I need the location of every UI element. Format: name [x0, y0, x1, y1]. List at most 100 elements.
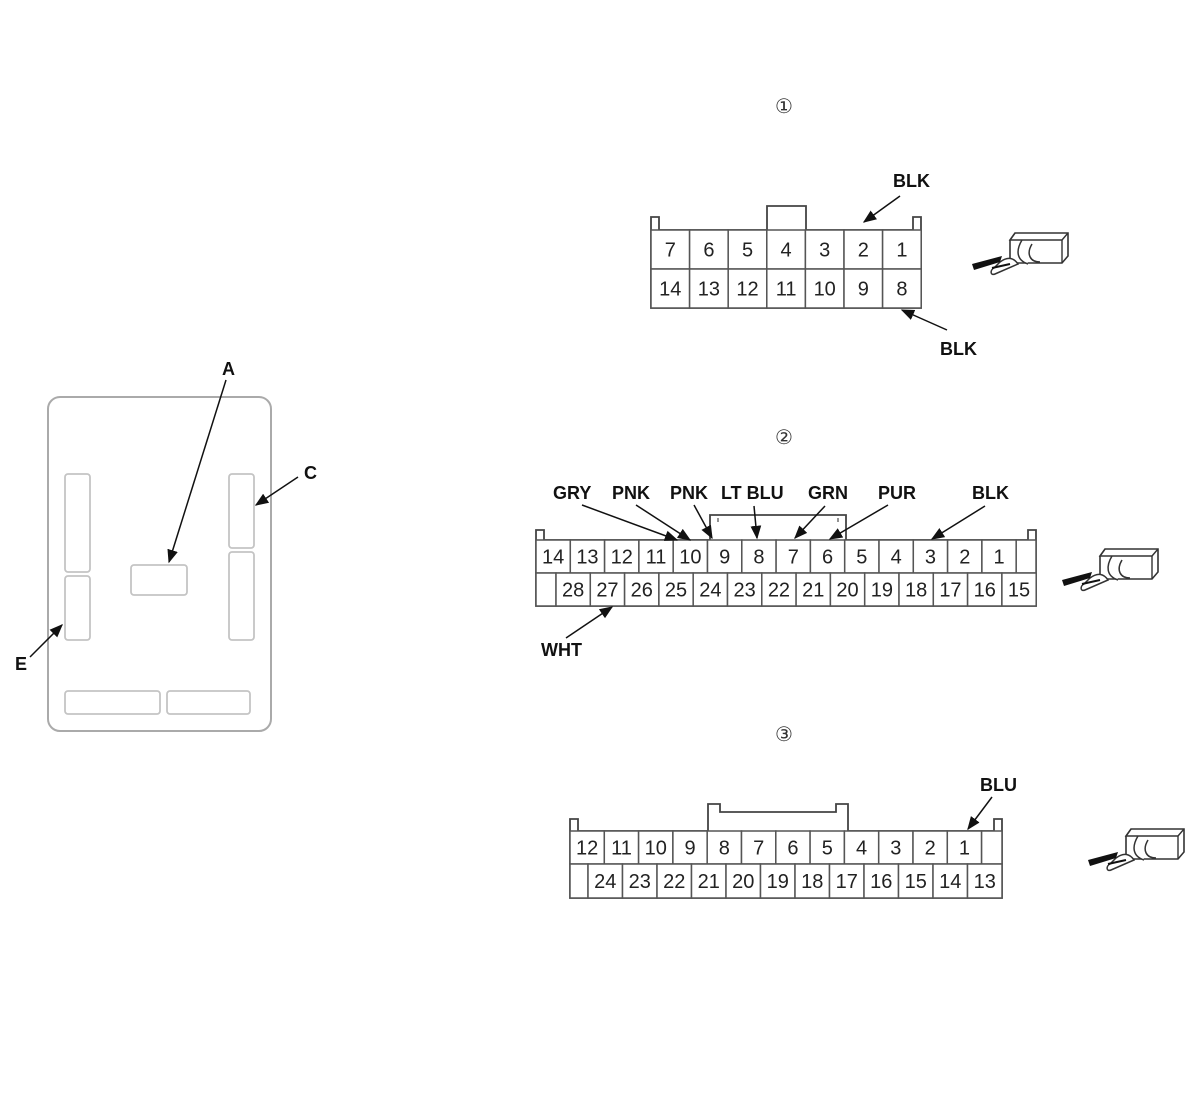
terminal-cell — [843, 229, 884, 270]
terminal-number: 4 — [856, 838, 867, 860]
terminal-number: 6 — [703, 240, 714, 262]
terminal-cell — [569, 830, 606, 865]
blank-cell — [569, 863, 589, 899]
terminal-number: 7 — [788, 547, 799, 569]
terminal-cell — [1001, 572, 1037, 607]
terminal-number: 27 — [596, 580, 618, 602]
terminal-number: 10 — [679, 547, 701, 569]
terminal-number: 5 — [822, 838, 833, 860]
arrow-e — [29, 624, 63, 658]
terminal-cell — [966, 863, 1003, 899]
terminal-number: 16 — [870, 871, 892, 893]
wire-arrow-blk — [930, 505, 986, 540]
terminal-cell — [878, 539, 915, 574]
wire-label-blk: BLK — [972, 483, 1009, 503]
terminal-cell — [897, 863, 934, 899]
terminal-number: 20 — [836, 580, 858, 602]
fuse-box-outline — [47, 396, 272, 732]
terminal-cell — [932, 572, 969, 607]
terminal-number: 5 — [856, 547, 867, 569]
slot-e — [64, 575, 91, 641]
terminal-number: 14 — [939, 871, 961, 893]
blank-cell — [1015, 539, 1037, 574]
terminal-cell — [555, 572, 592, 607]
terminal-number: 3 — [890, 838, 901, 860]
terminal-cell — [688, 268, 729, 309]
slot-left-upper — [64, 473, 91, 573]
terminal-number: 7 — [753, 838, 764, 860]
terminal-cell — [688, 229, 729, 270]
wire-arrow-wht — [565, 606, 614, 639]
terminal-cell — [898, 572, 935, 607]
terminal-number: 17 — [939, 580, 961, 602]
slot-bottom-right — [166, 690, 251, 715]
arrow-a — [167, 379, 227, 564]
connector-3-housing — [569, 803, 1003, 899]
terminal-number: 24 — [699, 580, 721, 602]
terminal-number: 22 — [663, 871, 685, 893]
terminal-number: 28 — [562, 580, 584, 602]
blank-cell — [980, 830, 1003, 865]
wire-arrow-lt-blu — [750, 505, 762, 540]
terminal-number: 3 — [819, 240, 830, 262]
terminal-number: 2 — [858, 240, 869, 262]
terminal-number: 4 — [781, 240, 792, 262]
terminal-number: 1 — [959, 838, 970, 860]
terminal-cell — [535, 539, 572, 574]
terminal-number: 12 — [576, 838, 598, 860]
wire-label-grn: GRN — [808, 483, 848, 503]
wire-label-blk-top: BLK — [893, 171, 930, 191]
terminal-number: 12 — [611, 547, 633, 569]
slot-bottom-left — [64, 690, 161, 715]
terminal-cell — [638, 539, 674, 574]
terminal-cell — [932, 863, 969, 899]
terminal-cell — [863, 863, 900, 899]
terminal-cell — [727, 229, 768, 270]
probe-hand-icon — [1088, 828, 1185, 872]
wire-label-blu: BLU — [980, 775, 1017, 795]
terminal-cell — [843, 830, 880, 865]
terminal-cell — [877, 830, 914, 865]
wire-label-pnk-1: PNK — [612, 483, 650, 503]
wire-arrow-pur — [828, 504, 889, 540]
wire-label-lt-blu: LT BLU — [721, 483, 784, 503]
terminal-number: 6 — [787, 838, 798, 860]
connector-3-number: ③ — [775, 722, 793, 746]
connector-1-number: ① — [775, 94, 793, 118]
terminal-number: 15 — [1008, 580, 1030, 602]
terminal-number: 13 — [698, 279, 720, 301]
terminal-number: 13 — [576, 547, 598, 569]
blank-cell — [535, 572, 557, 607]
terminal-cell — [946, 539, 983, 574]
label-e: E — [15, 654, 27, 674]
terminal-number: 12 — [736, 279, 758, 301]
arrow-c — [254, 476, 299, 506]
terminal-number: 19 — [871, 580, 893, 602]
wire-arrow-blk-top — [862, 195, 901, 223]
terminal-number: 6 — [822, 547, 833, 569]
terminal-number: 16 — [974, 580, 996, 602]
terminal-number: 14 — [542, 547, 564, 569]
wire-label-pur: PUR — [878, 483, 916, 503]
connector-2-housing — [535, 514, 1037, 607]
wire-arrow-pnk-1 — [635, 504, 692, 541]
probe-hand-icon — [972, 232, 1069, 276]
terminal-cell — [863, 572, 900, 607]
terminal-cell — [740, 830, 777, 865]
connector-1-housing — [650, 205, 922, 309]
terminal-number: 10 — [645, 838, 667, 860]
terminal-number: 11 — [776, 279, 797, 301]
wire-arrow-grn — [794, 505, 826, 539]
terminal-number: 23 — [734, 580, 756, 602]
terminal-cell — [794, 863, 831, 899]
terminal-number: 18 — [801, 871, 823, 893]
terminal-cell — [804, 229, 845, 270]
terminal-number: 8 — [753, 547, 764, 569]
terminal-cell — [881, 268, 922, 309]
terminal-number: 11 — [646, 547, 667, 569]
terminal-number: 4 — [891, 547, 902, 569]
terminal-number: 1 — [993, 547, 1004, 569]
terminal-cell — [829, 572, 866, 607]
